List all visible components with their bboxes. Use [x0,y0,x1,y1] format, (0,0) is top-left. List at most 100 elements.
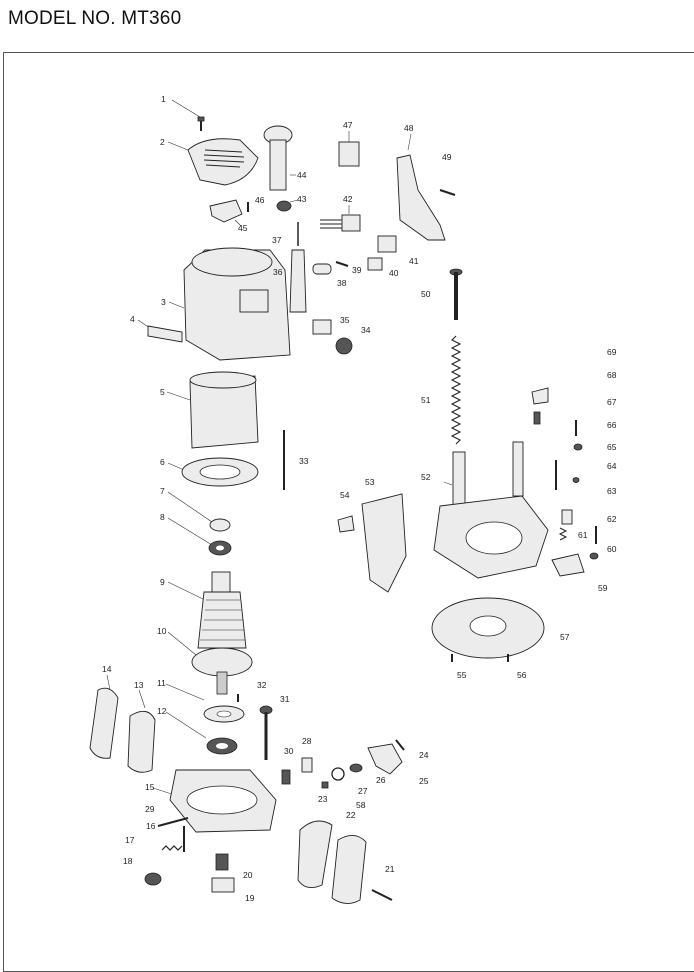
screw-24 [395,739,405,751]
label-part-58: 58 [356,800,366,810]
pin-16 [157,817,189,827]
label-part-18: 18 [123,856,133,866]
label-part-11: 11 [157,678,166,688]
label-part-45: 45 [238,223,248,233]
label-part-40: 40 [389,268,399,278]
pin-58 [321,781,329,789]
label-part-27: 27 [358,786,368,796]
label-part-34: 34 [361,325,371,335]
label-part-3: 3 [161,297,166,307]
flat-washer-26 [349,763,363,773]
bolt-21 [371,889,393,901]
label-part-49: 49 [442,152,452,162]
label-part-61: 61 [578,530,588,540]
base-52 [433,441,549,579]
label-part-28: 28 [302,736,312,746]
label-part-29: 29 [145,804,155,814]
label-part-6: 6 [160,457,165,467]
label-part-30: 30 [284,746,294,756]
knob-44 [263,125,296,191]
label-part-57: 57 [560,632,570,642]
spring-68 [533,411,541,425]
screw-49 [439,189,456,196]
label-part-64: 64 [607,461,617,471]
label-part-54: 54 [340,490,350,500]
label-part-66: 66 [607,420,617,430]
collet-cone-20 [215,853,229,871]
spring-61 [558,527,568,541]
motor-housing-3 [168,247,291,361]
model-title: MODEL NO. MT360 [8,8,182,29]
label-part-65: 65 [607,442,617,452]
label-part-63: 63 [607,486,617,496]
label-part-5: 5 [160,387,165,397]
cap-18 [144,872,162,886]
brush-cap-34 [335,337,353,355]
ball-bearing-12 [165,711,238,755]
spring-30 [281,769,291,785]
spring-17 [161,845,183,851]
label-part-16: 16 [146,821,156,831]
fan-10 [167,631,253,695]
lock-lever-25 [367,743,403,775]
label-part-59: 59 [598,583,608,593]
label-part-2: 2 [160,137,165,147]
handle-cover-14 [89,674,119,759]
label-part-15: 15 [145,782,155,792]
label-part-14: 14 [102,664,112,674]
field-5 [166,371,259,449]
label-part-53: 53 [365,477,375,487]
label-part-48: 48 [404,123,414,133]
label-part-41: 41 [409,256,419,266]
cord-guard-36 [289,249,307,313]
label-part-13: 13 [134,680,144,690]
label-part-10: 10 [157,626,167,636]
label-part-36: 36 [273,267,283,277]
armature-9 [167,571,247,649]
label-part-68: 68 [607,370,617,380]
cord-guard-38 [312,263,332,275]
label-part-50: 50 [421,289,431,299]
motor-base-15 [152,769,277,833]
label-part-47: 47 [343,120,353,130]
strain-relief-40 [367,257,383,271]
knob-69 [531,387,549,405]
brush-holder-35 [312,319,332,335]
label-part-7: 7 [160,486,165,496]
label-part-62: 62 [607,514,617,524]
label-part-23: 23 [318,794,328,804]
label-part-12: 12 [157,706,167,716]
ball-bearing-8 [167,517,232,556]
screw-1 [171,99,205,131]
label-part-4: 4 [130,314,135,324]
screw-31 [259,705,273,760]
knob-54 [337,515,355,533]
label-part-8: 8 [160,512,165,522]
pole-50 [449,268,463,320]
bearing-retainer-11 [165,683,245,723]
label-part-37: 37 [272,235,282,245]
label-part-26: 26 [376,775,386,785]
handle-22 [331,835,367,904]
label-part-31: 31 [280,694,290,704]
label-part-39: 39 [352,265,362,275]
label-part-42: 42 [343,194,353,204]
nut-60 [589,552,599,560]
collet-nut-19 [211,877,235,893]
label-part-17: 17 [125,835,135,845]
label-part-9: 9 [160,577,165,587]
switch-lever-45 [209,199,243,227]
pin-28 [301,757,313,773]
screw-39 [335,261,349,267]
label-part-22: 22 [346,810,356,820]
label-part-60: 60 [607,544,617,554]
label-part-35: 35 [340,315,350,325]
label-part-52: 52 [421,472,431,482]
screw-63 [561,509,573,525]
handle-13 [127,689,156,773]
label-part-1: 1 [161,94,166,104]
label-part-38: 38 [337,278,347,288]
compression-spring-27 [331,767,345,781]
nut-43 [276,199,299,212]
